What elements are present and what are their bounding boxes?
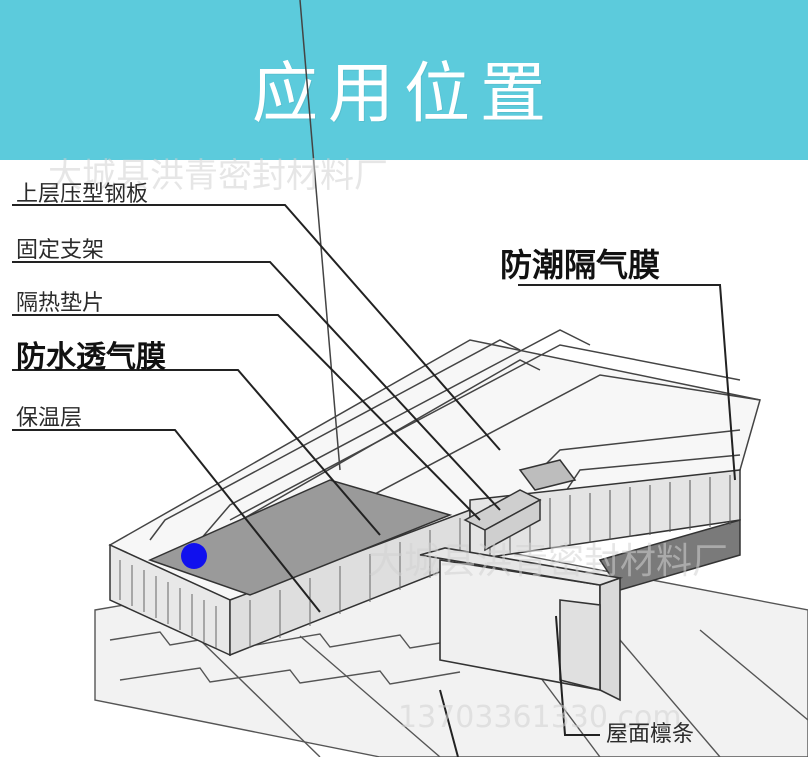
title-banner: 应用位置 — [0, 0, 808, 160]
leader-fixed-bracket — [12, 261, 501, 511]
leader-purlin — [555, 615, 600, 736]
label-purlin: 屋面檩条 — [606, 722, 695, 747]
leader-lower-plate — [439, 689, 459, 757]
watermark-middle: 大城县洪青密封材料厂 — [368, 541, 729, 582]
label-thermal-layer: 保温层 — [16, 406, 83, 431]
label-vapor-barrier: 防潮隔气膜 — [500, 246, 661, 284]
leader-insulation-pad — [12, 314, 481, 521]
fixed-bracket — [463, 459, 577, 552]
leader-upper-steel-plate — [12, 204, 501, 451]
blue-marker-dot — [181, 543, 207, 569]
label-waterproof-membrane: 防水透气膜 — [16, 340, 166, 375]
leader-lines — [12, 204, 736, 757]
watermark-bottom: 13703361330.com — [398, 700, 682, 735]
banner-title: 应用位置 — [252, 55, 556, 132]
label-upper-steel-plate: 上层压型钢板 — [16, 182, 149, 207]
label-insulation-pad: 隔热垫片 — [16, 291, 105, 316]
insulation-block-right — [469, 469, 741, 591]
leader-waterproof-membrane — [12, 369, 381, 536]
leader-thermal-layer — [12, 429, 321, 613]
leader-vapor-barrier — [518, 284, 736, 481]
watermark-top: 大城县洪青密封材料厂 — [48, 156, 388, 196]
label-fixed-bracket: 固定支架 — [16, 238, 105, 263]
